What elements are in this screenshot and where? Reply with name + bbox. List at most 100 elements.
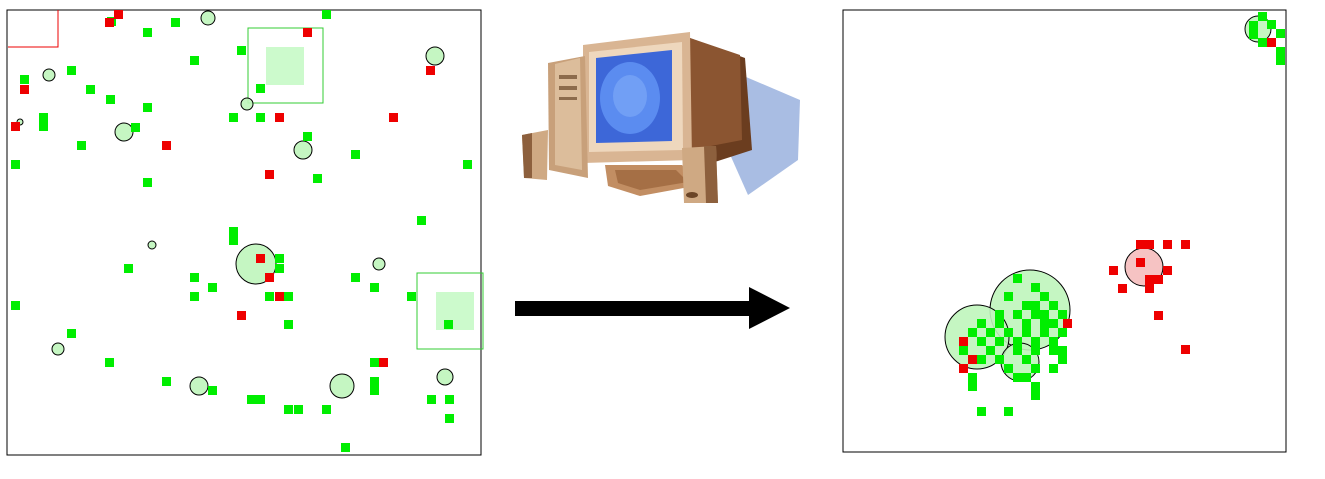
green-agent — [322, 405, 331, 414]
red-agent — [265, 273, 274, 282]
green-agent — [1058, 346, 1067, 355]
green-agent — [1031, 364, 1040, 373]
green-agent — [1004, 364, 1013, 373]
green-agent — [1031, 283, 1040, 292]
green-agent — [1249, 21, 1258, 30]
red-agent — [162, 141, 171, 150]
green-agent — [1013, 346, 1022, 355]
cluster-circle — [436, 368, 454, 386]
green-agent — [143, 103, 152, 112]
red-agent — [1163, 266, 1172, 275]
red-agent — [379, 358, 388, 367]
green-agent — [1022, 319, 1031, 328]
green-agent — [370, 377, 379, 386]
green-agent — [977, 319, 986, 328]
green-agent — [1058, 328, 1067, 337]
green-agent — [106, 95, 115, 104]
green-agent — [351, 150, 360, 159]
zone-right — [416, 272, 484, 350]
red-agent — [1181, 240, 1190, 249]
cluster-circle — [372, 257, 386, 271]
red-agent — [1063, 319, 1072, 328]
green-agent — [1022, 328, 1031, 337]
green-agent — [67, 66, 76, 75]
green-agent — [1031, 382, 1040, 391]
green-agent — [1258, 38, 1267, 47]
green-agent — [11, 160, 20, 169]
green-agent — [1004, 407, 1013, 416]
green-agent — [968, 382, 977, 391]
right-arrow-icon — [515, 287, 790, 329]
green-agent — [986, 346, 995, 355]
cluster-circle — [293, 140, 313, 160]
green-agent — [1267, 20, 1276, 29]
green-agent — [265, 292, 274, 301]
green-agent — [1049, 346, 1058, 355]
green-agent — [1022, 301, 1031, 310]
green-agent — [341, 443, 350, 452]
green-agent — [1022, 355, 1031, 364]
red-agent — [114, 10, 123, 19]
red-agent — [1136, 240, 1145, 249]
green-agent — [143, 28, 152, 37]
green-agent — [275, 254, 284, 263]
green-agent — [86, 85, 95, 94]
green-agent — [995, 310, 1004, 319]
green-agent — [968, 373, 977, 382]
cluster-circle — [425, 46, 445, 66]
green-agent — [275, 264, 284, 273]
green-agent — [977, 337, 986, 346]
green-agent — [143, 178, 152, 187]
cluster-circle — [51, 342, 65, 356]
green-agent — [1013, 274, 1022, 283]
green-agent — [39, 122, 48, 131]
green-agent — [407, 292, 416, 301]
green-agent — [445, 414, 454, 423]
green-agent — [229, 113, 238, 122]
green-agent — [444, 320, 453, 329]
green-agent — [77, 141, 86, 150]
red-agent — [1136, 258, 1145, 267]
green-agent — [1049, 319, 1058, 328]
green-agent — [1058, 310, 1067, 319]
green-agent — [256, 113, 265, 122]
green-agent — [1022, 373, 1031, 382]
red-agent — [389, 113, 398, 122]
corner-marker — [8, 10, 59, 48]
green-agent — [190, 273, 199, 282]
red-agent — [1181, 345, 1190, 354]
red-agent — [275, 292, 284, 301]
green-agent — [1013, 373, 1022, 382]
green-agent — [303, 132, 312, 141]
green-agent — [313, 174, 322, 183]
green-agent — [995, 355, 1004, 364]
green-agent — [968, 328, 977, 337]
red-agent — [20, 85, 29, 94]
green-agent — [124, 264, 133, 273]
cluster-circle — [329, 373, 355, 399]
red-agent — [1109, 266, 1118, 275]
red-agent — [1145, 284, 1154, 293]
green-agent — [1040, 328, 1049, 337]
red-agent — [1154, 275, 1163, 284]
green-agent — [1249, 30, 1258, 39]
green-agent — [1031, 310, 1040, 319]
red-agent — [1267, 38, 1276, 47]
right-panel-clustered-agents — [842, 9, 1287, 453]
cluster-circle — [240, 97, 254, 111]
cluster-circle — [42, 68, 56, 82]
green-agent — [67, 329, 76, 338]
green-agent — [190, 56, 199, 65]
green-agent — [322, 10, 331, 19]
red-agent — [959, 337, 968, 346]
green-agent — [284, 292, 293, 301]
green-agent — [39, 113, 48, 122]
green-agent — [1013, 337, 1022, 346]
cluster-circle — [114, 122, 134, 142]
green-agent — [427, 395, 436, 404]
green-agent — [417, 216, 426, 225]
green-agent — [351, 273, 360, 282]
green-agent — [1004, 328, 1013, 337]
green-agent — [959, 346, 968, 355]
